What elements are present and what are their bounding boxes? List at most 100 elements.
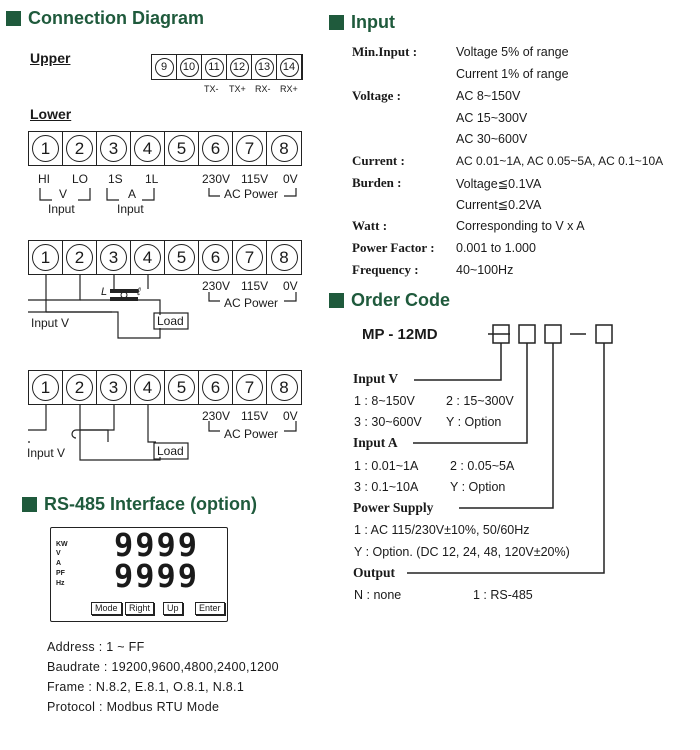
input-a-option-2: 2 : 0.05~5A — [450, 459, 515, 473]
terminal-3: 3 — [97, 132, 131, 165]
connection-diagram-title: Connection Diagram — [6, 8, 204, 29]
rx-minus-label: RX- — [255, 84, 271, 94]
power-option-y: Y : Option. (DC 12, 24, 48, 120V±20%) — [354, 545, 570, 559]
terminal-3: 3 — [97, 371, 131, 404]
watt-value: Corresponding to V x A — [456, 219, 585, 233]
ct-primary-label: L — [101, 286, 108, 298]
frequency-label: Frequency : — [352, 262, 419, 277]
rs485-title: RS-485 Interface (option) — [22, 494, 257, 515]
terminal-10: 10 — [177, 55, 202, 79]
protocol-line: Protocol : Modbus RTU Mode — [47, 700, 220, 714]
frame-line: Frame : N.8.2, E.8.1, O.8.1, N.8.1 — [47, 680, 245, 694]
terminal-7: 7 — [233, 241, 267, 274]
section-marker-icon — [329, 15, 344, 30]
115v-label: 115V — [241, 279, 269, 293]
power-supply-code-title: Power Supply — [353, 500, 434, 515]
input-v-label: Input V — [27, 446, 66, 460]
power-option-1: 1 : AC 115/230V±10%, 50/60Hz — [354, 523, 530, 537]
up-button[interactable]: Up — [163, 602, 183, 615]
terminal-1: 1 — [29, 241, 63, 274]
ct-secondary-label: ℓ — [137, 286, 141, 298]
output-code-title: Output — [353, 565, 396, 580]
0v-label: 0V — [283, 172, 298, 186]
mode-button[interactable]: Mode — [91, 602, 122, 615]
115v-label: 115V — [241, 172, 269, 186]
input-a-word: Input — [117, 202, 144, 216]
terminal-6: 6 — [199, 241, 233, 274]
tx-minus-label: TX- — [204, 84, 219, 94]
lo-label: LO — [72, 172, 89, 186]
115v-label: 115V — [241, 409, 269, 423]
ct-transformer-icon — [110, 289, 138, 301]
right-button[interactable]: Right — [125, 602, 155, 615]
terminal-6: 6 — [199, 132, 233, 165]
load-box-icon — [153, 442, 189, 460]
voltage-value-1: AC 8~150V — [456, 89, 521, 103]
burden-value-1: Voltage≦0.1VA — [456, 177, 542, 191]
input-a-option-1: 1 : 0.01~1A — [354, 459, 419, 473]
lcd-unit-kw: KW — [56, 541, 68, 548]
rx-plus-label: RX+ — [280, 84, 298, 94]
1s-label: 1S — [108, 172, 123, 186]
burden-value-2: Current≦0.2VA — [456, 198, 542, 212]
input-a-code-title: Input A — [353, 435, 398, 450]
230v-label: 230V — [202, 409, 231, 423]
current-label: Current : — [352, 153, 405, 168]
terminal-12: 12 — [227, 55, 252, 79]
min-input-label: Min.Input : — [352, 44, 418, 59]
baudrate-line: Baudrate : 19200,9600,4800,2400,1200 — [47, 660, 279, 674]
input-a-option-y: Y : Option — [450, 480, 506, 494]
terminal-3: 3 — [97, 241, 131, 274]
terminal-4: 4 — [131, 241, 165, 274]
output-option-n: N : none — [354, 588, 402, 602]
lcd-unit-hz: Hz — [56, 580, 65, 587]
0v-label: 0V — [283, 279, 298, 293]
0v-label: 0V — [283, 409, 298, 423]
terminal-8: 8 — [267, 132, 301, 165]
hi-label: HI — [38, 172, 50, 186]
section-marker-icon — [6, 11, 21, 26]
section-marker-icon — [22, 497, 37, 512]
terminal-7: 7 — [233, 371, 267, 404]
terminal-13: 13 — [252, 55, 277, 79]
terminal-1: 1 — [29, 132, 63, 165]
terminal-5: 5 — [165, 132, 199, 165]
lower-terminal-block: 1 2 3 4 5 6 7 8 — [28, 131, 302, 166]
lcd-bottom-digits: 9999 — [114, 557, 200, 595]
output-option-1: 1 : RS-485 — [473, 588, 533, 602]
enter-button[interactable]: Enter — [195, 602, 225, 615]
current-value: AC 0.01~1A, AC 0.05~5A, AC 0.1~10A — [456, 154, 664, 168]
upper-terminal-block: 9 10 11 12 13 14 — [151, 54, 303, 80]
input-v-option-y: Y : Option — [446, 415, 502, 429]
terminal-2: 2 — [63, 241, 97, 274]
voltage-label: Voltage : — [352, 88, 401, 103]
power-factor-value: 0.001 to 1.000 — [456, 241, 536, 255]
min-input-value-2: Current 1% of range — [456, 67, 569, 81]
voltage-value-2: AC 15~300V — [456, 111, 528, 125]
ac-power-label: AC Power — [224, 187, 279, 201]
frequency-value: 40~100Hz — [456, 263, 514, 277]
model-number: MP - 12MD — [362, 326, 438, 343]
order-code-title: Order Code — [329, 290, 450, 311]
input-v-word: Input — [48, 202, 75, 216]
1l-label: 1L — [145, 172, 159, 186]
lower-label: Lower — [30, 106, 72, 122]
terminal-1: 1 — [29, 371, 63, 404]
lcd-unit-a: A — [56, 560, 62, 567]
voltage-value-3: AC 30~600V — [456, 132, 528, 146]
terminal-14: 14 — [277, 55, 302, 79]
power-factor-label: Power Factor : — [352, 240, 435, 255]
address-line: Address : 1 ~ FF — [47, 640, 145, 654]
wiring-diagram-3-terminals: 1 2 3 4 5 6 7 8 — [28, 370, 302, 405]
lcd-unit-pf: PF — [56, 570, 65, 577]
input-v-code-title: Input V — [353, 371, 399, 386]
terminal-4: 4 — [131, 371, 165, 404]
load-label: Load — [157, 314, 184, 328]
lcd-unit-v: V — [56, 550, 61, 557]
lcd-top-digits: 9999 — [114, 526, 200, 564]
230v-label: 230V — [202, 172, 231, 186]
ac-power-label: AC Power — [224, 296, 279, 310]
wiring-diagram-2-terminals: 1 2 3 4 5 6 7 8 — [28, 240, 302, 275]
